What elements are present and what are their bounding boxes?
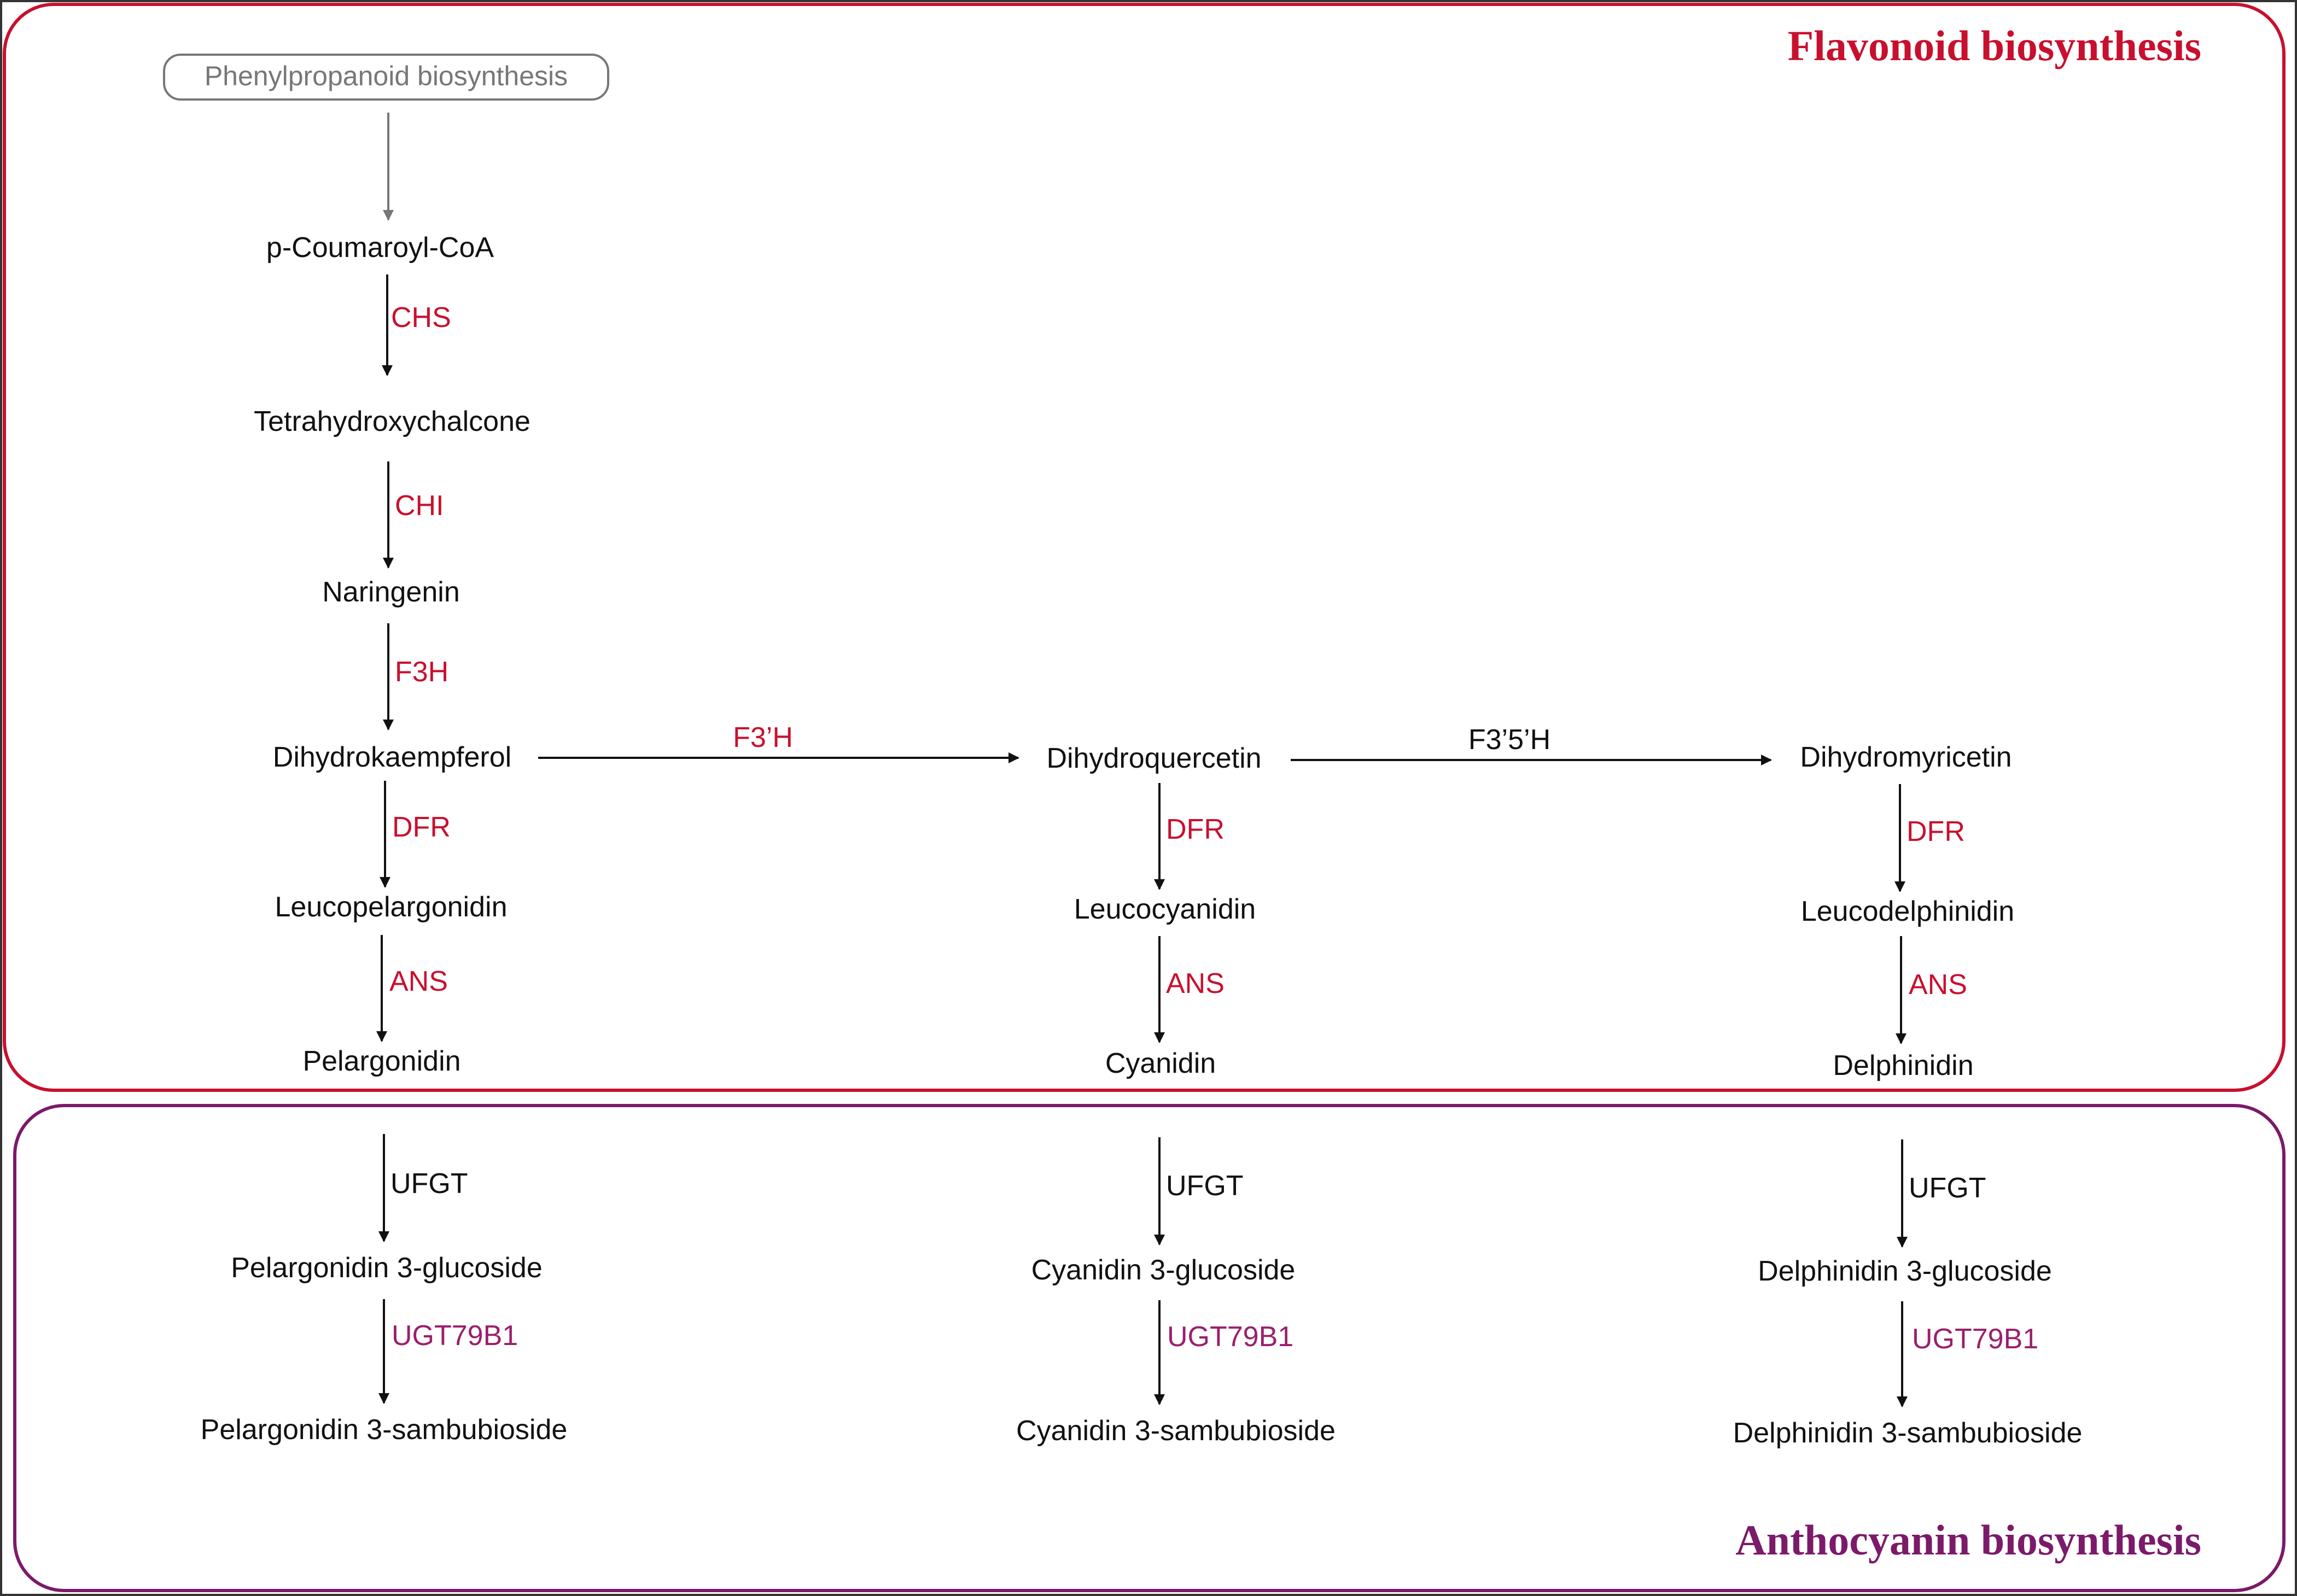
- node-dihydromyricetin: Dihydromyricetin: [1800, 741, 2012, 773]
- node-tetrahydroxychalcone: Tetrahydroxychalcone: [254, 406, 530, 437]
- node-leucopelargonidin: Leucopelargonidin: [275, 891, 507, 923]
- enzyme-ans-3: ANS: [1909, 969, 1967, 1001]
- enzyme-ufgt-1: UFGT: [390, 1168, 468, 1200]
- enzyme-ugt79b1-3: UGT79B1: [1912, 1323, 2038, 1355]
- flavonoid-title: Flavonoid biosynthesis: [1788, 22, 2201, 69]
- node-delphinidin-3-glucoside: Delphinidin 3-glucoside: [1758, 1255, 2052, 1287]
- enzyme-ugt79b1-1: UGT79B1: [392, 1320, 518, 1352]
- flavonoid-panel: [3, 3, 2286, 1092]
- node-pelargonidin-3-sambubioside: Pelargonidin 3-sambubioside: [201, 1414, 568, 1446]
- enzyme-ans-2: ANS: [1166, 968, 1225, 999]
- enzyme-ans-1: ANS: [389, 966, 448, 997]
- node-pelargonidin: Pelargonidin: [302, 1045, 460, 1077]
- enzyme-dfr-1: DFR: [392, 811, 451, 843]
- enzyme-f35h: F3’5’H: [1468, 724, 1550, 756]
- node-cyanidin-3-glucoside: Cyanidin 3-glucoside: [1031, 1254, 1296, 1286]
- node-pelargonidin-3-glucoside: Pelargonidin 3-glucoside: [231, 1252, 543, 1284]
- node-leucodelphinidin: Leucodelphinidin: [1801, 896, 2014, 927]
- enzyme-ufgt-3: UFGT: [1909, 1172, 1986, 1204]
- phenylpropanoid-label: Phenylpropanoid biosynthesis: [205, 61, 568, 91]
- phenylpropanoid-box: [163, 54, 609, 101]
- node-cyanidin: Cyanidin: [1105, 1048, 1216, 1079]
- node-p-coumaroyl-coa: p-Coumaroyl-CoA: [266, 232, 494, 264]
- node-delphinidin-3-sambubioside: Delphinidin 3-sambubioside: [1733, 1417, 2083, 1449]
- node-dihydrokaempferol: Dihydrokaempferol: [273, 741, 511, 773]
- enzyme-f3ph: F3’H: [733, 722, 793, 753]
- node-cyanidin-3-sambubioside: Cyanidin 3-sambubioside: [1016, 1415, 1336, 1447]
- enzyme-chs: CHS: [391, 302, 451, 334]
- enzyme-dfr-3: DFR: [1907, 816, 1965, 847]
- anthocyanin-title: Anthocyanin biosynthesis: [1735, 1516, 2201, 1564]
- node-naringenin: Naringenin: [322, 576, 460, 608]
- enzyme-ufgt-2: UFGT: [1166, 1170, 1244, 1202]
- enzyme-dfr-2: DFR: [1166, 814, 1225, 845]
- enzyme-chi: CHI: [395, 490, 444, 522]
- node-dihydroquercetin: Dihydroquercetin: [1046, 743, 1261, 774]
- node-delphinidin: Delphinidin: [1833, 1050, 1973, 1081]
- enzyme-ugt79b1-2: UGT79B1: [1167, 1321, 1293, 1353]
- enzyme-f3h: F3H: [395, 656, 448, 688]
- anthocyanin-panel: [13, 1104, 2286, 1592]
- node-leucocyanidin: Leucocyanidin: [1074, 893, 1256, 925]
